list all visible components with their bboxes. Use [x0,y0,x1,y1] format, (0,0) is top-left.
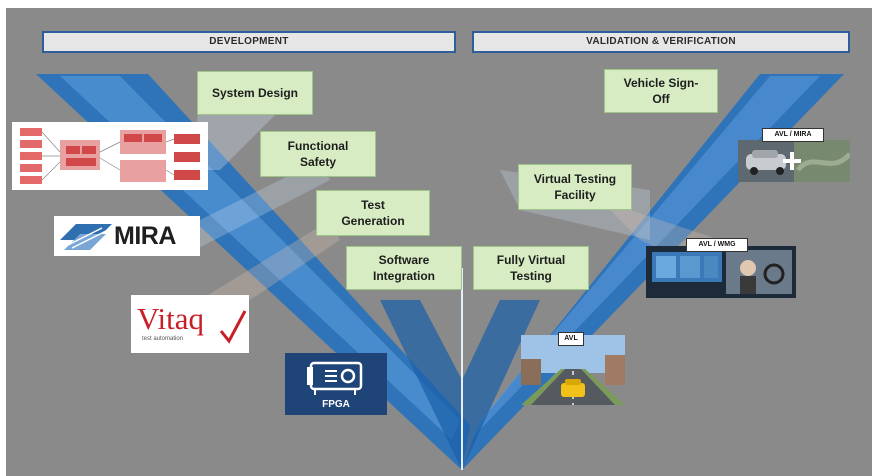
mira-emblem-icon [60,224,112,250]
step-functional-safety: Functional Safety [260,131,376,177]
step-test-generation: Test Generation [316,190,430,236]
system-diagram-image [12,122,208,190]
mira-logo: MIRA [54,216,200,256]
step-system-design: System Design [197,71,313,115]
step-virtual-testing-facility: Virtual Testing Facility [518,164,632,210]
step-software-integration: Software Integration [346,246,462,290]
vitaq-logo: Vitaq test automation [131,295,249,353]
fpga-label: FPGA [322,399,350,410]
light-beam-2 [180,160,330,250]
vitaq-wordmark: Vitaq [137,301,205,336]
tag-avl: AVL [558,332,584,346]
fpga-card: FPGA [285,353,387,415]
tag-avl-mira: AVL / MIRA [762,128,824,142]
vitaq-tagline: test automation [142,336,184,342]
v-center-wedge [380,300,540,470]
light-beam-1 [190,100,290,170]
tag-avl-wmg: AVL / WMG [686,238,748,252]
driving-simulator-photo [646,246,796,298]
vitaq-checkmark-icon [219,310,247,344]
step-fully-virtual-testing: Fully Virtual Testing [473,246,589,290]
validation-header: VALIDATION & VERIFICATION [472,31,850,53]
vehicle-test-photo [738,140,850,182]
development-header: DEVELOPMENT [42,31,456,53]
fpga-board-icon [307,361,363,395]
step-vehicle-sign-off: Vehicle Sign- Off [604,69,718,113]
mira-wordmark: MIRA [114,222,176,250]
